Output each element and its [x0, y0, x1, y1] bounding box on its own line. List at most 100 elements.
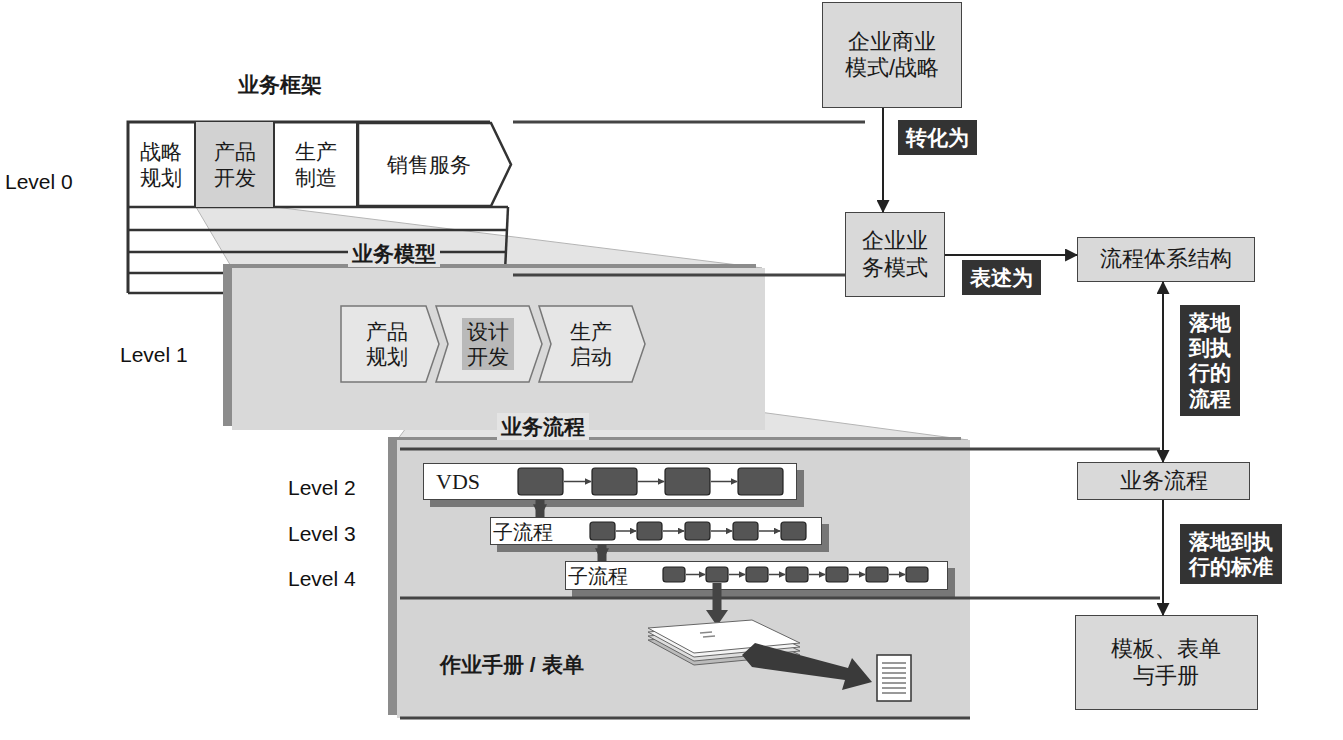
activity-square [826, 567, 848, 582]
relation-arrow [1162, 282, 1164, 462]
framework-chevron: 销售服务 [358, 122, 513, 207]
subprocess-row: 子流程 [565, 561, 948, 590]
activity-square [685, 522, 710, 540]
down-arrow-head [706, 610, 728, 626]
business-process-panel: 业务流程作业手册 / 表单VDS子流程子流程 [397, 440, 970, 718]
node-heading: 业务模型 [348, 240, 440, 267]
node-heading: 子流程 [493, 520, 553, 544]
chevron-outline [539, 306, 645, 382]
activity-square [906, 567, 928, 582]
node-label: 流程体系结构 [1100, 246, 1232, 272]
node-label: 产品开发 [212, 139, 256, 189]
level-line [513, 121, 865, 124]
node-label: 生产制造 [293, 139, 337, 189]
document-stack [648, 620, 800, 665]
execute-process-tag: 落地到执行的流程 [1180, 305, 1240, 416]
business-process-box: 业务流程 [1077, 462, 1250, 500]
business-model-panel: 业务模型产品规划设计开发生产启动 [232, 268, 765, 430]
node-heading: VDS [436, 469, 480, 495]
node-label: 业务流程 [1120, 468, 1208, 494]
level-line [513, 274, 845, 277]
node-label: 企业商业模式/战略 [841, 29, 942, 82]
express-tag: 表述为 [962, 260, 1041, 295]
down-arrow-shaft [713, 583, 722, 612]
relation-arrow [1162, 500, 1164, 615]
output-arrow [742, 643, 872, 690]
node-label: 企业业务模式 [860, 228, 930, 281]
activity-square [738, 468, 783, 495]
level-label: Level 0 [5, 170, 73, 194]
flow-arrow [889, 574, 905, 576]
level-label: Level 3 [288, 522, 356, 546]
flow-arrow [809, 574, 825, 576]
transform-tag: 转化为 [898, 120, 977, 155]
flow-arrow [616, 530, 636, 532]
drilldown-arrow [598, 545, 607, 561]
subprocess-row: 子流程 [490, 517, 822, 545]
framework-cell: 战略规划 [128, 122, 196, 207]
business-mode-box: 企业业务模式 [845, 212, 945, 297]
strategy-box: 企业商业模式/战略 [822, 2, 962, 108]
chevron-outline [358, 123, 511, 206]
flow-arrow [849, 574, 865, 576]
flow-arrow [564, 481, 591, 483]
relation-arrow [882, 108, 884, 212]
stage-chevron: 设计开发 [435, 305, 543, 383]
document-icon [877, 655, 911, 701]
node-label: 销售服务 [387, 152, 471, 177]
flow-arrow [686, 574, 705, 576]
flow-arrow [663, 530, 684, 532]
node-label: 生产启动 [569, 319, 613, 369]
framework-cell: 生产制造 [275, 122, 358, 207]
stage-chevron: 产品规划 [340, 305, 440, 383]
node-outline [538, 305, 646, 383]
execute-standard-tag: 落地到执行的标准 [1180, 524, 1282, 584]
node-label: 战略规划 [139, 139, 183, 189]
node-heading: 业务框架 [238, 72, 322, 97]
relation-arrow [945, 254, 1077, 256]
flow-arrow [729, 574, 745, 576]
activity-squares [518, 468, 928, 582]
activity-square [665, 468, 710, 495]
chevron-outline [436, 306, 542, 382]
level-label: Level 2 [288, 476, 356, 500]
activity-square [663, 567, 685, 582]
activity-square [592, 468, 637, 495]
level-line [400, 717, 970, 720]
activity-square [781, 522, 806, 540]
flow-arrow [711, 481, 737, 483]
flow-arrow [759, 530, 780, 532]
flow-arrow [711, 530, 732, 532]
process-architecture-box: 流程体系结构 [1077, 237, 1255, 282]
activity-square [590, 522, 615, 540]
level-line [400, 597, 1160, 600]
activity-square [637, 522, 662, 540]
level-label: Level 4 [288, 567, 356, 591]
node-outline [340, 305, 440, 383]
activity-square [733, 522, 758, 540]
level-label: Level 1 [120, 343, 188, 367]
activity-square [706, 567, 728, 582]
zoom-trapezoid [196, 207, 762, 268]
flow-arrow [769, 574, 785, 576]
activity-square [786, 567, 808, 582]
level-line [400, 448, 1160, 451]
node-label: 产品规划 [365, 319, 409, 369]
node-heading: 子流程 [568, 564, 628, 588]
node-heading: 作业手册 / 表单 [440, 652, 584, 677]
node-label: 设计开发 [462, 318, 514, 370]
templates-box: 模板、表单与手册 [1075, 615, 1258, 710]
activity-square [866, 567, 888, 582]
process-row: VDS [423, 463, 797, 500]
activity-square [518, 468, 563, 495]
stage-chevron: 生产启动 [538, 305, 646, 383]
node-heading: 业务流程 [497, 413, 589, 440]
flow-arrow [638, 481, 664, 483]
chevron-outline [341, 306, 439, 382]
node-label: 模板、表单与手册 [1109, 636, 1223, 689]
activity-square [746, 567, 768, 582]
drilldown-arrow [536, 500, 545, 517]
